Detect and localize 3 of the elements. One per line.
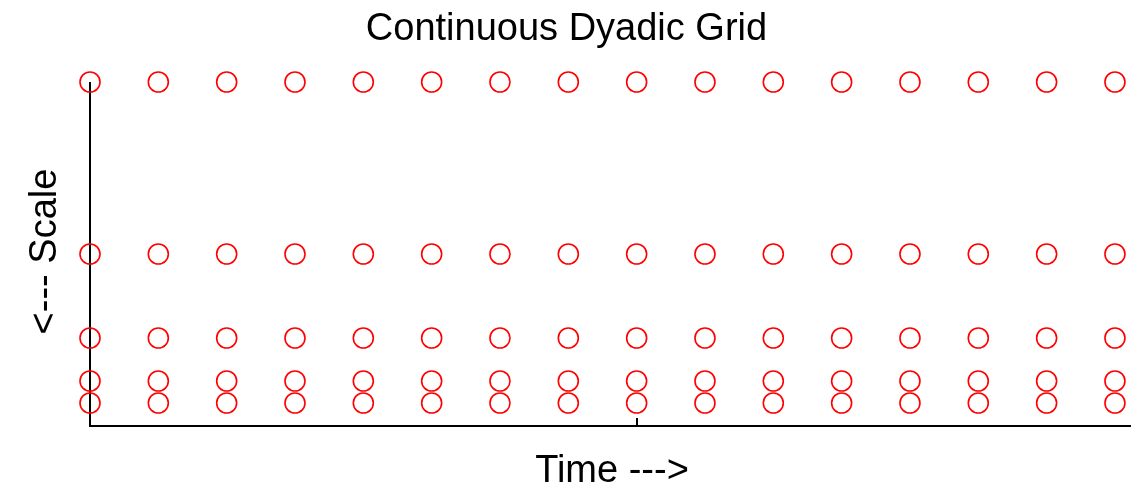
- axis-label: <--- Scale: [21, 167, 65, 337]
- chart-title: Continuous Dyadic Grid: [364, 6, 769, 49]
- axis-label: Time --->: [534, 448, 690, 491]
